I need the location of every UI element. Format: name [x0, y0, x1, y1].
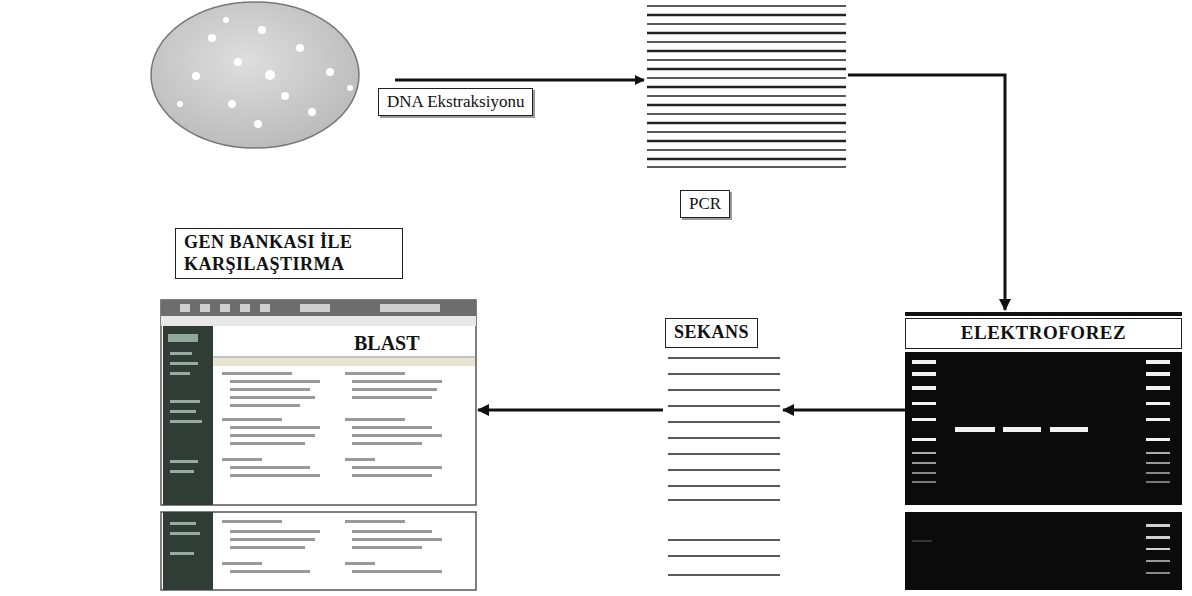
flow-arrow	[783, 409, 905, 412]
pcr-bands	[647, 6, 846, 167]
pcr-stage: PCR	[645, 0, 848, 225]
stage-label: GEN BANKASI İLE KARŞILAŞTIRMA	[175, 228, 403, 279]
step-label-box: DNA Ekstraksiyonu	[378, 88, 533, 116]
petri-dish	[151, 2, 359, 148]
sequence-lines	[668, 358, 780, 575]
stage-label: ELEKTROFOREZ	[905, 318, 1182, 349]
stage-label: PCR	[680, 190, 730, 218]
blast-screenshot	[161, 300, 476, 590]
flow-arrow	[478, 409, 663, 412]
flow-arrow	[848, 75, 1005, 310]
sequence-stage: SEKANS	[663, 318, 783, 588]
stage-label: DNA Ekstraksiyonu	[378, 88, 533, 116]
gel-image	[905, 312, 1182, 590]
stage-label: SEKANS	[665, 318, 758, 348]
genbank-stage: GEN BANKASI İLE KARŞILAŞTIRMA	[160, 228, 478, 590]
electrophoresis-stage: ELEKTROFOREZ	[905, 310, 1182, 592]
screen-title: BLAST	[352, 332, 422, 355]
extraction-arrow	[395, 79, 644, 82]
